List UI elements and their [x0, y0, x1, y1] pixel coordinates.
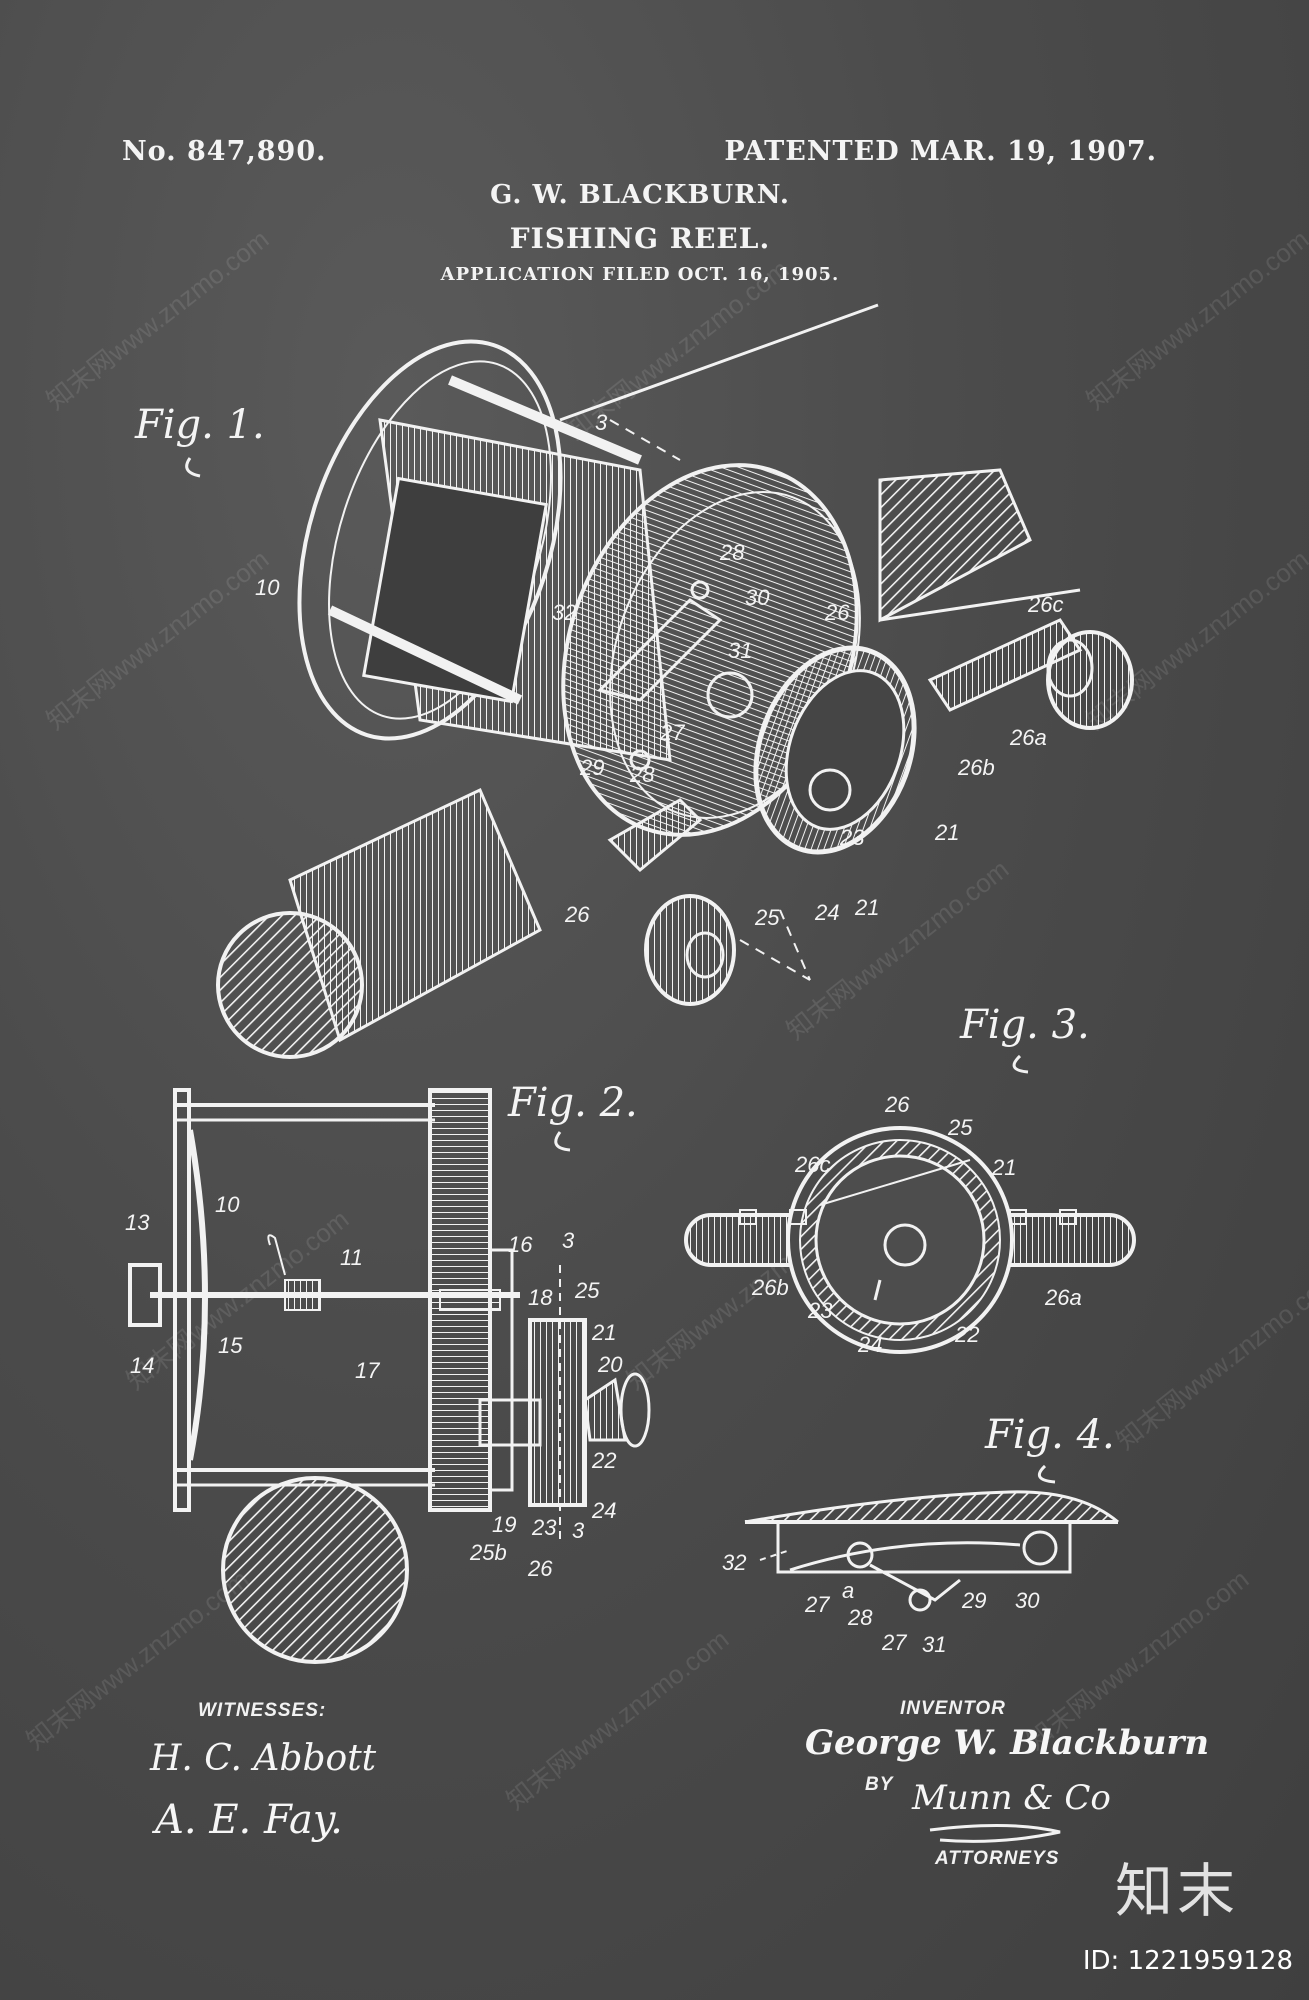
- fig1-label: 23: [840, 825, 865, 850]
- fig1-label: 26a: [1010, 725, 1047, 750]
- fig1-label: 10: [255, 575, 280, 600]
- fig3-label: 22: [955, 1322, 980, 1347]
- fig1-label: 24: [815, 900, 840, 925]
- fig3-label: 24: [858, 1332, 883, 1357]
- fig2-label: 19: [492, 1512, 517, 1537]
- attorney-signature: Munn & Co: [912, 1778, 1111, 1818]
- fig2-drawing: [128, 1088, 651, 1664]
- brand-logo: 知末: [1114, 1857, 1239, 1925]
- fig3-label: 23: [808, 1298, 833, 1323]
- fig2-label: 18: [528, 1285, 553, 1310]
- application-date: APPLICATION FILED OCT. 16, 1905.: [440, 264, 840, 285]
- fig2-label: 24: [592, 1498, 617, 1523]
- witness1-signature: H. C. Abbott: [150, 1738, 377, 1779]
- fig2-label: 22: [592, 1448, 617, 1473]
- inventor-heading: G. W. BLACKBURN.: [490, 180, 790, 210]
- attorneys-label: ATTORNEYS: [935, 1848, 1060, 1869]
- patent-number: No. 847,890.: [122, 136, 327, 167]
- fig2-label: 14: [130, 1353, 155, 1378]
- fig3-label: 26: [885, 1092, 910, 1117]
- fig4-drawing: [744, 1490, 1119, 1612]
- fig4-label: 27: [805, 1592, 830, 1617]
- witness2-signature: A. E. Fay.: [155, 1797, 343, 1843]
- fig4-label: 28: [848, 1605, 873, 1630]
- fig1-label: 25: [755, 905, 780, 930]
- witnesses-label: WITNESSES:: [198, 1700, 327, 1721]
- fig2-label: 17: [355, 1358, 380, 1383]
- fig3-drawing: [684, 1126, 1136, 1354]
- fig2-label: 25: [575, 1278, 600, 1303]
- fig1-drawing: [216, 303, 1134, 1059]
- fig1-label: 21: [855, 895, 880, 920]
- patent-date: PATENTED MAR. 19, 1907.: [724, 136, 1157, 167]
- fig3-label: 26b: [752, 1275, 789, 1300]
- fig1-label: 26b: [958, 755, 995, 780]
- fig4-caption: Fig. 4.: [985, 1412, 1115, 1458]
- fig1-label: 28: [720, 540, 745, 565]
- fig1-label: 21: [935, 820, 960, 845]
- fig1-label: 3: [595, 410, 608, 435]
- fig2-label: 25b: [470, 1540, 507, 1565]
- fig2-label: 11: [340, 1245, 363, 1270]
- fig1-label: 28: [630, 762, 655, 787]
- fig2-label: 10: [215, 1192, 240, 1217]
- fig3-label: 26c: [795, 1152, 831, 1177]
- fig4-label: 31: [922, 1632, 947, 1657]
- patent-title: FISHING REEL.: [509, 222, 771, 255]
- fig2-label: 21: [592, 1320, 617, 1345]
- fig1-label: 31: [728, 638, 753, 663]
- fig1-label: 32: [552, 600, 577, 625]
- fig3-label: 26a: [1045, 1285, 1082, 1310]
- inventor-label: INVENTOR: [900, 1698, 1006, 1719]
- fig2-label: 15: [218, 1333, 243, 1358]
- fig2-caption: Fig. 2.: [508, 1080, 638, 1126]
- fig3-caption: Fig. 3.: [960, 1002, 1090, 1048]
- fig1-label: 27: [660, 720, 685, 745]
- fig2-label: 13: [125, 1210, 150, 1235]
- fig4-label: 30: [1015, 1588, 1040, 1613]
- fig1-label: 26: [825, 600, 850, 625]
- fig1-label: 29: [580, 755, 605, 780]
- fig2-label: 23: [532, 1515, 557, 1540]
- fig1-label: 26c: [1028, 592, 1064, 617]
- fig3-label: 21: [992, 1155, 1017, 1180]
- fig1-label: 30: [745, 585, 770, 610]
- fig2-label: 20: [598, 1352, 623, 1377]
- image-id: ID: 1221959128: [1082, 1946, 1293, 1976]
- fig2-label: 3: [572, 1518, 585, 1543]
- fig1-label: 26: [565, 902, 590, 927]
- fig2-label: 3: [562, 1228, 575, 1253]
- fig1-caption: Fig. 1.: [135, 402, 265, 448]
- fig4-label: 29: [962, 1588, 987, 1613]
- fig2-label: 26: [528, 1556, 553, 1581]
- fig3-label: 25: [948, 1115, 973, 1140]
- inventor-signature: George W. Blackburn: [805, 1723, 1210, 1763]
- fig4-label: a: [842, 1578, 855, 1603]
- by-label: BY: [865, 1774, 894, 1795]
- fig4-label: 32: [722, 1550, 747, 1575]
- fig2-label: 16: [508, 1232, 533, 1257]
- fig4-label: 27: [882, 1630, 907, 1655]
